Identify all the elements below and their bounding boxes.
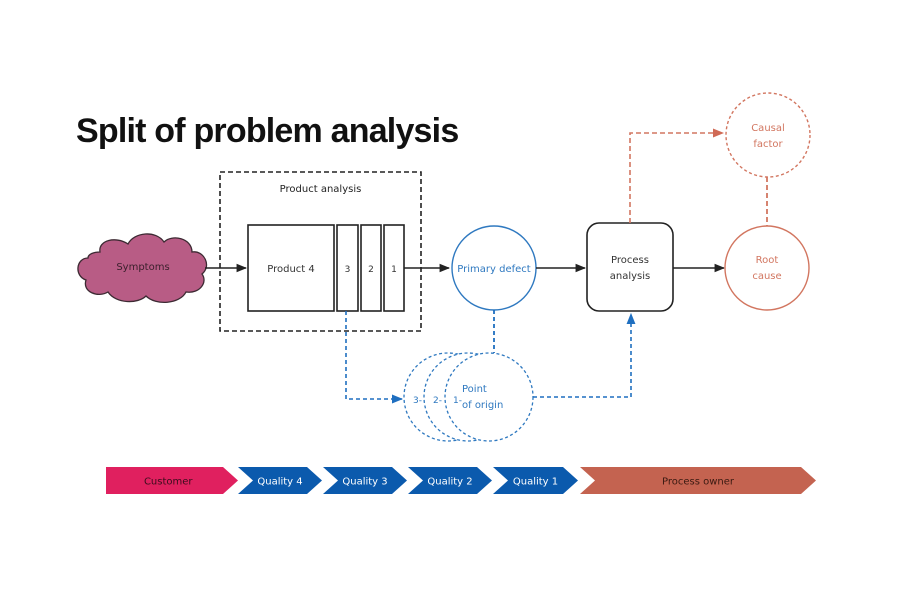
causal-factor-label-line1: Causal — [751, 123, 785, 134]
stage-label: Quality 2 — [427, 477, 472, 488]
page-title: Split of problem analysis — [76, 112, 458, 150]
product-2-box — [360, 224, 382, 312]
stage-quality-3: Quality 3 — [323, 467, 407, 494]
stage-band: Customer Quality 4 Quality 3 Quality 2 Quali… — [106, 467, 816, 494]
root-cause-label-line1: Root — [756, 255, 779, 266]
stage-customer: Customer — [106, 467, 238, 494]
stage-chevron — [323, 467, 407, 494]
process-analysis-box — [586, 222, 674, 312]
origin-3-label: 3- — [413, 396, 422, 406]
origin-1-label: 1- — [453, 396, 462, 406]
arrow-process-to-causal-factor — [629, 128, 725, 223]
product-3-label: 3 — [345, 265, 351, 275]
stage-chevron — [580, 467, 816, 494]
stage-label: Process owner — [662, 477, 735, 488]
stage-quality-2: Quality 2 — [408, 467, 492, 494]
point-of-origin-group: 3- 2- 1- Point of origin — [403, 352, 534, 442]
stage-chevron — [493, 467, 578, 494]
symptoms-cloud: Symptoms — [77, 233, 208, 303]
product-analysis-group — [219, 171, 422, 332]
symptoms-label: Symptoms — [116, 262, 169, 273]
product-3-box — [336, 224, 359, 312]
product-4-box — [247, 224, 335, 312]
arrow-origin-to-process — [533, 312, 636, 398]
process-analysis-label-line1: Process — [611, 255, 649, 266]
point-of-origin-label-line1: Point — [462, 384, 487, 395]
product-1-label: 1 — [391, 265, 397, 275]
stage-label: Customer — [144, 477, 193, 488]
stage-chevron — [408, 467, 492, 494]
stage-label: Quality 4 — [257, 477, 302, 488]
stage-process-owner: Process owner — [580, 467, 816, 494]
stage-label: Quality 1 — [513, 477, 558, 488]
product-4-label: Product 4 — [267, 264, 315, 275]
primary-defect-label: Primary defect — [457, 264, 530, 275]
arrow-product-to-origin — [345, 311, 404, 404]
product-2-label: 2 — [368, 265, 374, 275]
product-analysis-label: Product analysis — [280, 184, 362, 195]
causal-factor-label-line2: factor — [753, 139, 783, 150]
causal-factor-circle — [725, 92, 811, 178]
stage-label: Quality 3 — [342, 477, 387, 488]
root-cause-circle — [724, 225, 810, 311]
stage-chevron — [238, 467, 322, 494]
stage-quality-4: Quality 4 — [238, 467, 322, 494]
stage-quality-1: Quality 1 — [493, 467, 578, 494]
stage-chevron — [106, 467, 238, 494]
origin-2-label: 2- — [433, 396, 442, 406]
root-cause-label-line2: cause — [752, 271, 781, 282]
point-of-origin-label-line2: of origin — [462, 400, 503, 411]
process-analysis-label-line2: analysis — [610, 271, 651, 282]
